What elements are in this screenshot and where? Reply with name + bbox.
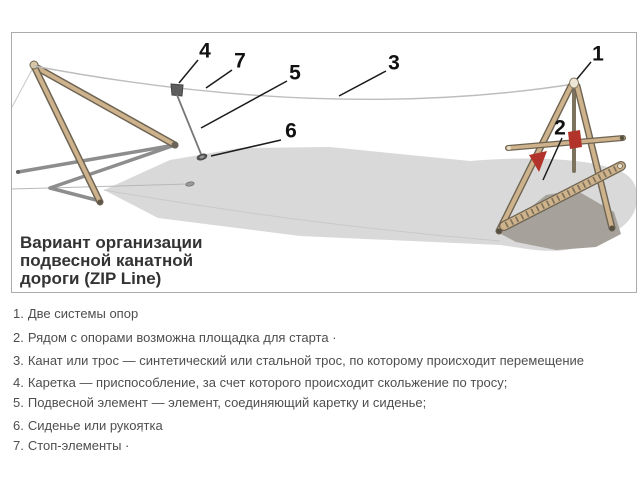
ground-anchor-wire <box>12 183 189 190</box>
legend-item-number: 1. <box>13 306 24 321</box>
left-bottom-bar <box>48 186 102 203</box>
left-rear-pole-a <box>16 143 177 174</box>
crossbar <box>506 136 625 150</box>
diagram-title-line-1: Вариант организации <box>20 233 203 252</box>
legend-item-7: 7.Стоп-элементы · <box>13 438 633 453</box>
crossbar-left-tip <box>507 146 511 150</box>
right-right-foot-cap <box>609 225 615 231</box>
legend-item-text: Рядом с опорами возможна площадка для ст… <box>27 330 337 345</box>
leader-4 <box>178 59 199 84</box>
right-apex-knob <box>569 77 579 89</box>
callout-label-2: 2 <box>554 116 566 140</box>
red-lashing-pole <box>568 130 582 149</box>
boom-joint-knob <box>171 141 179 149</box>
leader-2 <box>542 137 563 181</box>
leader-5 <box>200 80 288 129</box>
leader-3 <box>338 70 387 97</box>
legend-item-text: Две системы опор <box>27 306 139 321</box>
leader-1 <box>576 61 592 80</box>
leader-6 <box>210 139 282 157</box>
legend-item-number: 6. <box>13 418 24 433</box>
legend-item-text: Каретка — приспособление, за счет которо… <box>27 375 508 390</box>
red-lashing-leg <box>529 151 547 172</box>
zipline-illustration <box>12 59 636 251</box>
ground-anchor-peg <box>185 181 195 187</box>
callout-label-3: 3 <box>388 51 400 75</box>
legend-item-number: 7. <box>13 438 24 453</box>
callout-leaders <box>178 59 592 181</box>
ground-crease-line <box>103 189 501 242</box>
suspension-line <box>176 94 202 155</box>
left-backstay-wire <box>12 65 35 108</box>
left-boom <box>32 64 177 147</box>
right-right-leg <box>574 83 615 231</box>
trolley-carriage <box>170 83 184 97</box>
legend-item-3: 3.Канат или трос — синтетический или ста… <box>13 353 633 368</box>
right-support-shadow <box>499 190 621 250</box>
callout-label-4: 4 <box>199 39 211 63</box>
legend-item-number: 3. <box>13 353 24 368</box>
ladder-rungs <box>504 164 621 228</box>
stray-mark: ' <box>141 428 144 440</box>
right-support <box>495 77 626 235</box>
diagram-title-line-3: дороги (ZIP Line) <box>20 269 162 288</box>
legend-item-number: 5. <box>13 395 24 410</box>
legend-item-text: Сиденье или рукоятка <box>27 418 163 433</box>
callout-label-5: 5 <box>289 61 301 85</box>
legend-item-number: 4. <box>13 375 24 390</box>
legend-item-2: 2.Рядом с опорами возможна площадка для … <box>13 330 633 345</box>
callout-label-1: 1 <box>592 42 604 66</box>
crossbar-right-cap <box>619 135 625 141</box>
legend-item-text: Стоп-элементы · <box>27 438 130 453</box>
start-platform-ladder <box>500 162 625 230</box>
legend-item-6: 6.Сиденье или рукоятка <box>13 418 633 433</box>
left-apex-knob <box>29 60 39 70</box>
callout-label-7: 7 <box>234 49 246 73</box>
legend-item-text: Подвесной элемент — элемент, соединяющий… <box>27 395 427 410</box>
ladder-top-cap <box>617 163 623 169</box>
seat-handle-highlight <box>199 155 205 159</box>
legend-item-text: Канат или трос — синтетический или сталь… <box>27 353 584 368</box>
left-support <box>16 60 179 206</box>
left-rear-pole-b <box>48 143 177 190</box>
legend-item-number: 2. <box>13 330 24 345</box>
leader-7 <box>205 69 233 89</box>
left-leg-foot-cap <box>97 199 103 205</box>
diagram-frame <box>11 32 637 293</box>
left-front-leg <box>32 64 102 204</box>
zipline-cable <box>33 65 575 101</box>
pole-foot-cap <box>16 170 20 174</box>
diagram-title: Вариант организации подвесной канатной д… <box>20 234 250 288</box>
callout-label-6: 6 <box>285 119 297 143</box>
legend-item-1: 1.Две системы опор <box>13 306 633 321</box>
legend-item-4: 4.Каретка — приспособление, за счет кото… <box>13 375 633 390</box>
diagram-title-line-2: подвесной канатной <box>20 251 194 270</box>
right-left-foot-cap <box>496 228 502 234</box>
legend-item-5: 5.Подвесной элемент — элемент, соединяющ… <box>13 395 633 410</box>
